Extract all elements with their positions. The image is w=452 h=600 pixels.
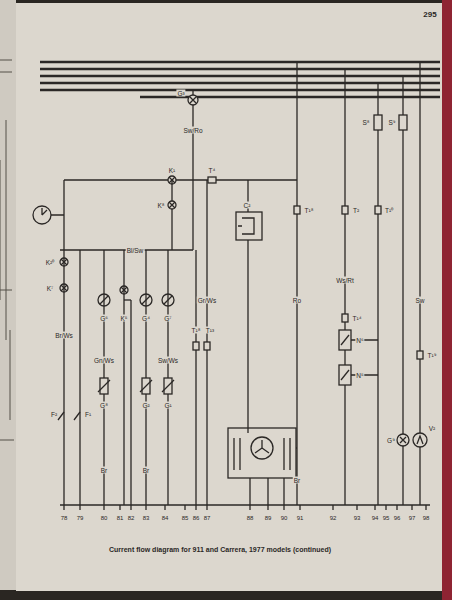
component-label: N⁶ bbox=[355, 337, 364, 344]
component-label: S⁸ bbox=[361, 119, 370, 126]
component-label: T⁴ bbox=[208, 167, 217, 174]
terminal-number: 97 bbox=[408, 515, 417, 522]
component-label: G² bbox=[141, 402, 150, 409]
component-label: G⁹ bbox=[386, 437, 396, 444]
component-label: Gn/Ws bbox=[93, 357, 115, 364]
component-label: K⁵ bbox=[119, 315, 128, 322]
component-label: Br/Ws bbox=[54, 332, 74, 339]
component-label: Br bbox=[142, 467, 151, 474]
terminal-number: 87 bbox=[203, 515, 212, 522]
terminal-number: 88 bbox=[246, 515, 255, 522]
terminal-number: 79 bbox=[76, 515, 85, 522]
component-label: T¹⁴ bbox=[352, 315, 363, 322]
terminal-number: 86 bbox=[192, 515, 201, 522]
terminal-number: 90 bbox=[280, 515, 289, 522]
terminal-number: 82 bbox=[127, 515, 136, 522]
terminal-number: 94 bbox=[371, 515, 380, 522]
component-label: V² bbox=[428, 425, 437, 432]
component-label: N⁵ bbox=[355, 372, 364, 379]
terminal-number: 93 bbox=[353, 515, 362, 522]
component-label: Sw/Ws bbox=[157, 357, 179, 364]
terminal-number: 81 bbox=[116, 515, 125, 522]
component-label: G¹ bbox=[163, 402, 172, 409]
component-label: G⁶ bbox=[99, 315, 109, 322]
component-label: Br bbox=[100, 467, 109, 474]
terminal-number: 83 bbox=[142, 515, 151, 522]
component-label: G⁷ bbox=[163, 315, 172, 322]
component-label: Sw/Ro bbox=[182, 127, 203, 134]
component-label: T¹⁸ bbox=[304, 207, 315, 214]
component-label: T² bbox=[352, 207, 360, 214]
component-label: Br bbox=[293, 477, 302, 484]
caption: Current flow diagram for 911 and Carrera… bbox=[40, 546, 400, 553]
component-label: Ws/Rt bbox=[335, 277, 355, 284]
component-label: G⁴ bbox=[141, 315, 151, 322]
component-label: G⁸ bbox=[99, 402, 109, 409]
component-label: T¹⁰ bbox=[384, 207, 394, 214]
component-label: T¹³ bbox=[205, 327, 215, 334]
component-label: F¹ bbox=[84, 411, 92, 418]
component-label: K⁸ bbox=[156, 202, 165, 209]
terminal-number: 89 bbox=[264, 515, 273, 522]
component-label: Sw bbox=[414, 297, 425, 304]
component-label: Bl/Sw bbox=[126, 247, 145, 254]
terminal-number: 96 bbox=[393, 515, 402, 522]
terminal-number: 92 bbox=[329, 515, 338, 522]
terminal-number: 85 bbox=[181, 515, 190, 522]
terminal-number: 91 bbox=[296, 515, 305, 522]
component-label: T¹⁸ bbox=[191, 327, 202, 334]
component-label: G³ bbox=[176, 90, 185, 97]
terminal-number: 98 bbox=[422, 515, 431, 522]
component-label: K¹ bbox=[168, 167, 177, 174]
component-label: C² bbox=[243, 202, 252, 209]
component-label: S⁹ bbox=[387, 119, 396, 126]
component-label: Gr/Ws bbox=[197, 297, 217, 304]
component-label: K²⁰ bbox=[45, 259, 56, 266]
component-label: Ro bbox=[292, 297, 302, 304]
page-number: 295 bbox=[422, 11, 437, 18]
component-label: K⁷ bbox=[46, 285, 55, 292]
terminal-number: 80 bbox=[100, 515, 109, 522]
terminal-number: 78 bbox=[60, 515, 69, 522]
component-label: F² bbox=[50, 411, 58, 418]
terminal-number: 95 bbox=[382, 515, 391, 522]
terminal-number: 84 bbox=[161, 515, 170, 522]
component-label: T¹⁹ bbox=[427, 352, 438, 359]
